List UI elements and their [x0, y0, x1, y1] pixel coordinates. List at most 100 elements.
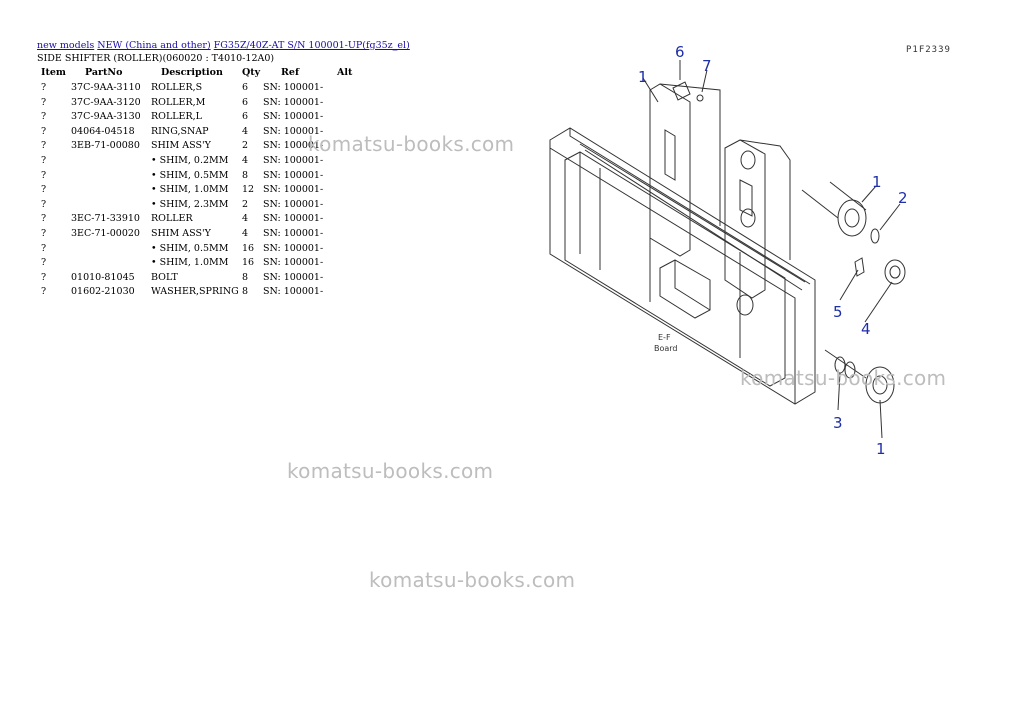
washer-7 [696, 94, 704, 102]
mast-plate-right [724, 139, 766, 299]
watermark-2: komatsu-books.com [740, 366, 947, 390]
cell-item: ? [41, 227, 47, 239]
header-item: Item [41, 67, 66, 78]
callout-1-upper-roller: 1 [872, 173, 882, 191]
watermark-1: komatsu-books.com [308, 132, 515, 156]
cell-alt [337, 170, 357, 185]
cell-description: ROLLER,S [151, 82, 203, 93]
cell-item: ? [41, 271, 47, 283]
callout-1-lower-roller: 1 [876, 440, 886, 458]
table-row: ? • SHIM, 1.0MM 16 SN: 100001- [37, 257, 357, 272]
table-header-row: Item PartNo Description Qty Ref Alt [37, 66, 357, 82]
callout-4: 4 [861, 320, 871, 338]
cell-qty: 16 [242, 242, 255, 254]
cell-qty: 8 [242, 271, 249, 283]
board-label-line1: E-F [658, 333, 671, 342]
cell-alt [337, 155, 357, 170]
cell-ref: SN: 100001- [263, 140, 324, 152]
cell-ref: SN: 100001- [263, 125, 324, 137]
cell-ref: SN: 100001- [263, 111, 324, 123]
cell-qty: 4 [242, 125, 249, 137]
cell-qty: 6 [242, 82, 249, 93]
cylinder-block [659, 259, 711, 319]
cell-description: • SHIM, 0.5MM [151, 169, 229, 181]
callout-6: 6 [675, 43, 685, 61]
cell-ref: SN: 100001- [263, 286, 324, 298]
header-description: Description [161, 67, 223, 78]
cell-partno: 01602-21030 [71, 286, 135, 298]
callout-3: 3 [833, 414, 843, 432]
breadcrumb-link-model[interactable]: FG35Z/40Z-AT S/N 100001-UP(fg35z_el) [213, 40, 410, 51]
cell-item: ? [41, 198, 47, 210]
cell-description: SHIM ASS'Y [151, 227, 211, 239]
cell-description: • SHIM, 1.0MM [151, 257, 229, 269]
callout-7: 7 [702, 57, 712, 75]
header-partno: PartNo [85, 67, 123, 78]
cell-qty: 16 [242, 257, 255, 269]
cell-partno: 3EC-71-33910 [71, 213, 140, 225]
cell-qty: 2 [242, 198, 249, 210]
cell-description: ROLLER [151, 213, 193, 225]
cell-item: ? [41, 242, 47, 254]
cell-alt [337, 97, 357, 112]
callout-1-top: 1 [638, 68, 648, 86]
breadcrumb-link-new-models[interactable]: new models [37, 40, 95, 51]
cell-partno: 3EB-71-00080 [71, 140, 140, 152]
cell-partno [71, 243, 151, 258]
cell-description: ROLLER,M [151, 96, 206, 108]
breadcrumb-link-new-china[interactable]: NEW (China and other) [97, 40, 211, 51]
cell-description: WASHER,SPRING [151, 286, 239, 298]
cell-alt [337, 243, 357, 258]
cell-qty: 8 [242, 286, 249, 298]
cell-alt [337, 111, 357, 126]
callout-2: 2 [898, 189, 908, 207]
page-title: SIDE SHIFTER (ROLLER)(060020 : T4010-12A… [37, 53, 275, 64]
drawing-code: P1F2339 [906, 45, 951, 55]
cell-ref: SN: 100001- [263, 82, 324, 93]
cell-alt [337, 199, 357, 214]
header-ref: Ref [281, 67, 300, 78]
parts-table: Item PartNo Description Qty Ref Alt ? 37C… [37, 66, 357, 301]
breadcrumb: new models NEW (China and other) FG35Z/4… [37, 40, 410, 51]
cell-item: ? [41, 257, 47, 269]
cell-qty: 8 [242, 169, 249, 181]
cell-ref: SN: 100001- [263, 257, 324, 269]
table-row: ? 37C-9AA-3110 ROLLER,S 6 SN: 100001- [37, 82, 357, 97]
snap-ring-upper [870, 228, 880, 244]
board-label-line2: Board [654, 344, 678, 353]
cell-item: ? [41, 125, 47, 137]
cell-partno: 37C-9AA-3110 [71, 82, 141, 93]
cell-partno: 37C-9AA-3130 [71, 111, 141, 123]
cell-item: ? [41, 82, 47, 93]
cell-ref: SN: 100001- [263, 96, 324, 108]
callout-5: 5 [833, 303, 843, 321]
cell-item: ? [41, 169, 47, 181]
cell-description: • SHIM, 1.0MM [151, 184, 229, 196]
cell-ref: SN: 100001- [263, 227, 324, 239]
cell-item: ? [41, 184, 47, 196]
cell-qty: 4 [242, 213, 249, 225]
frame-roller-2 [740, 208, 756, 228]
cell-item: ? [41, 96, 47, 108]
cell-alt [337, 228, 357, 243]
roller-shim [884, 259, 906, 285]
cell-partno [71, 257, 151, 272]
cell-alt [337, 286, 357, 301]
header-qty: Qty [242, 67, 261, 78]
cell-alt [337, 272, 357, 287]
cell-ref: SN: 100001- [263, 198, 324, 210]
cell-partno [71, 170, 151, 185]
cell-qty: 6 [242, 111, 249, 123]
cell-qty: 2 [242, 140, 249, 152]
cell-qty: 4 [242, 227, 249, 239]
cell-partno [71, 184, 151, 199]
cell-ref: SN: 100001- [263, 184, 324, 196]
